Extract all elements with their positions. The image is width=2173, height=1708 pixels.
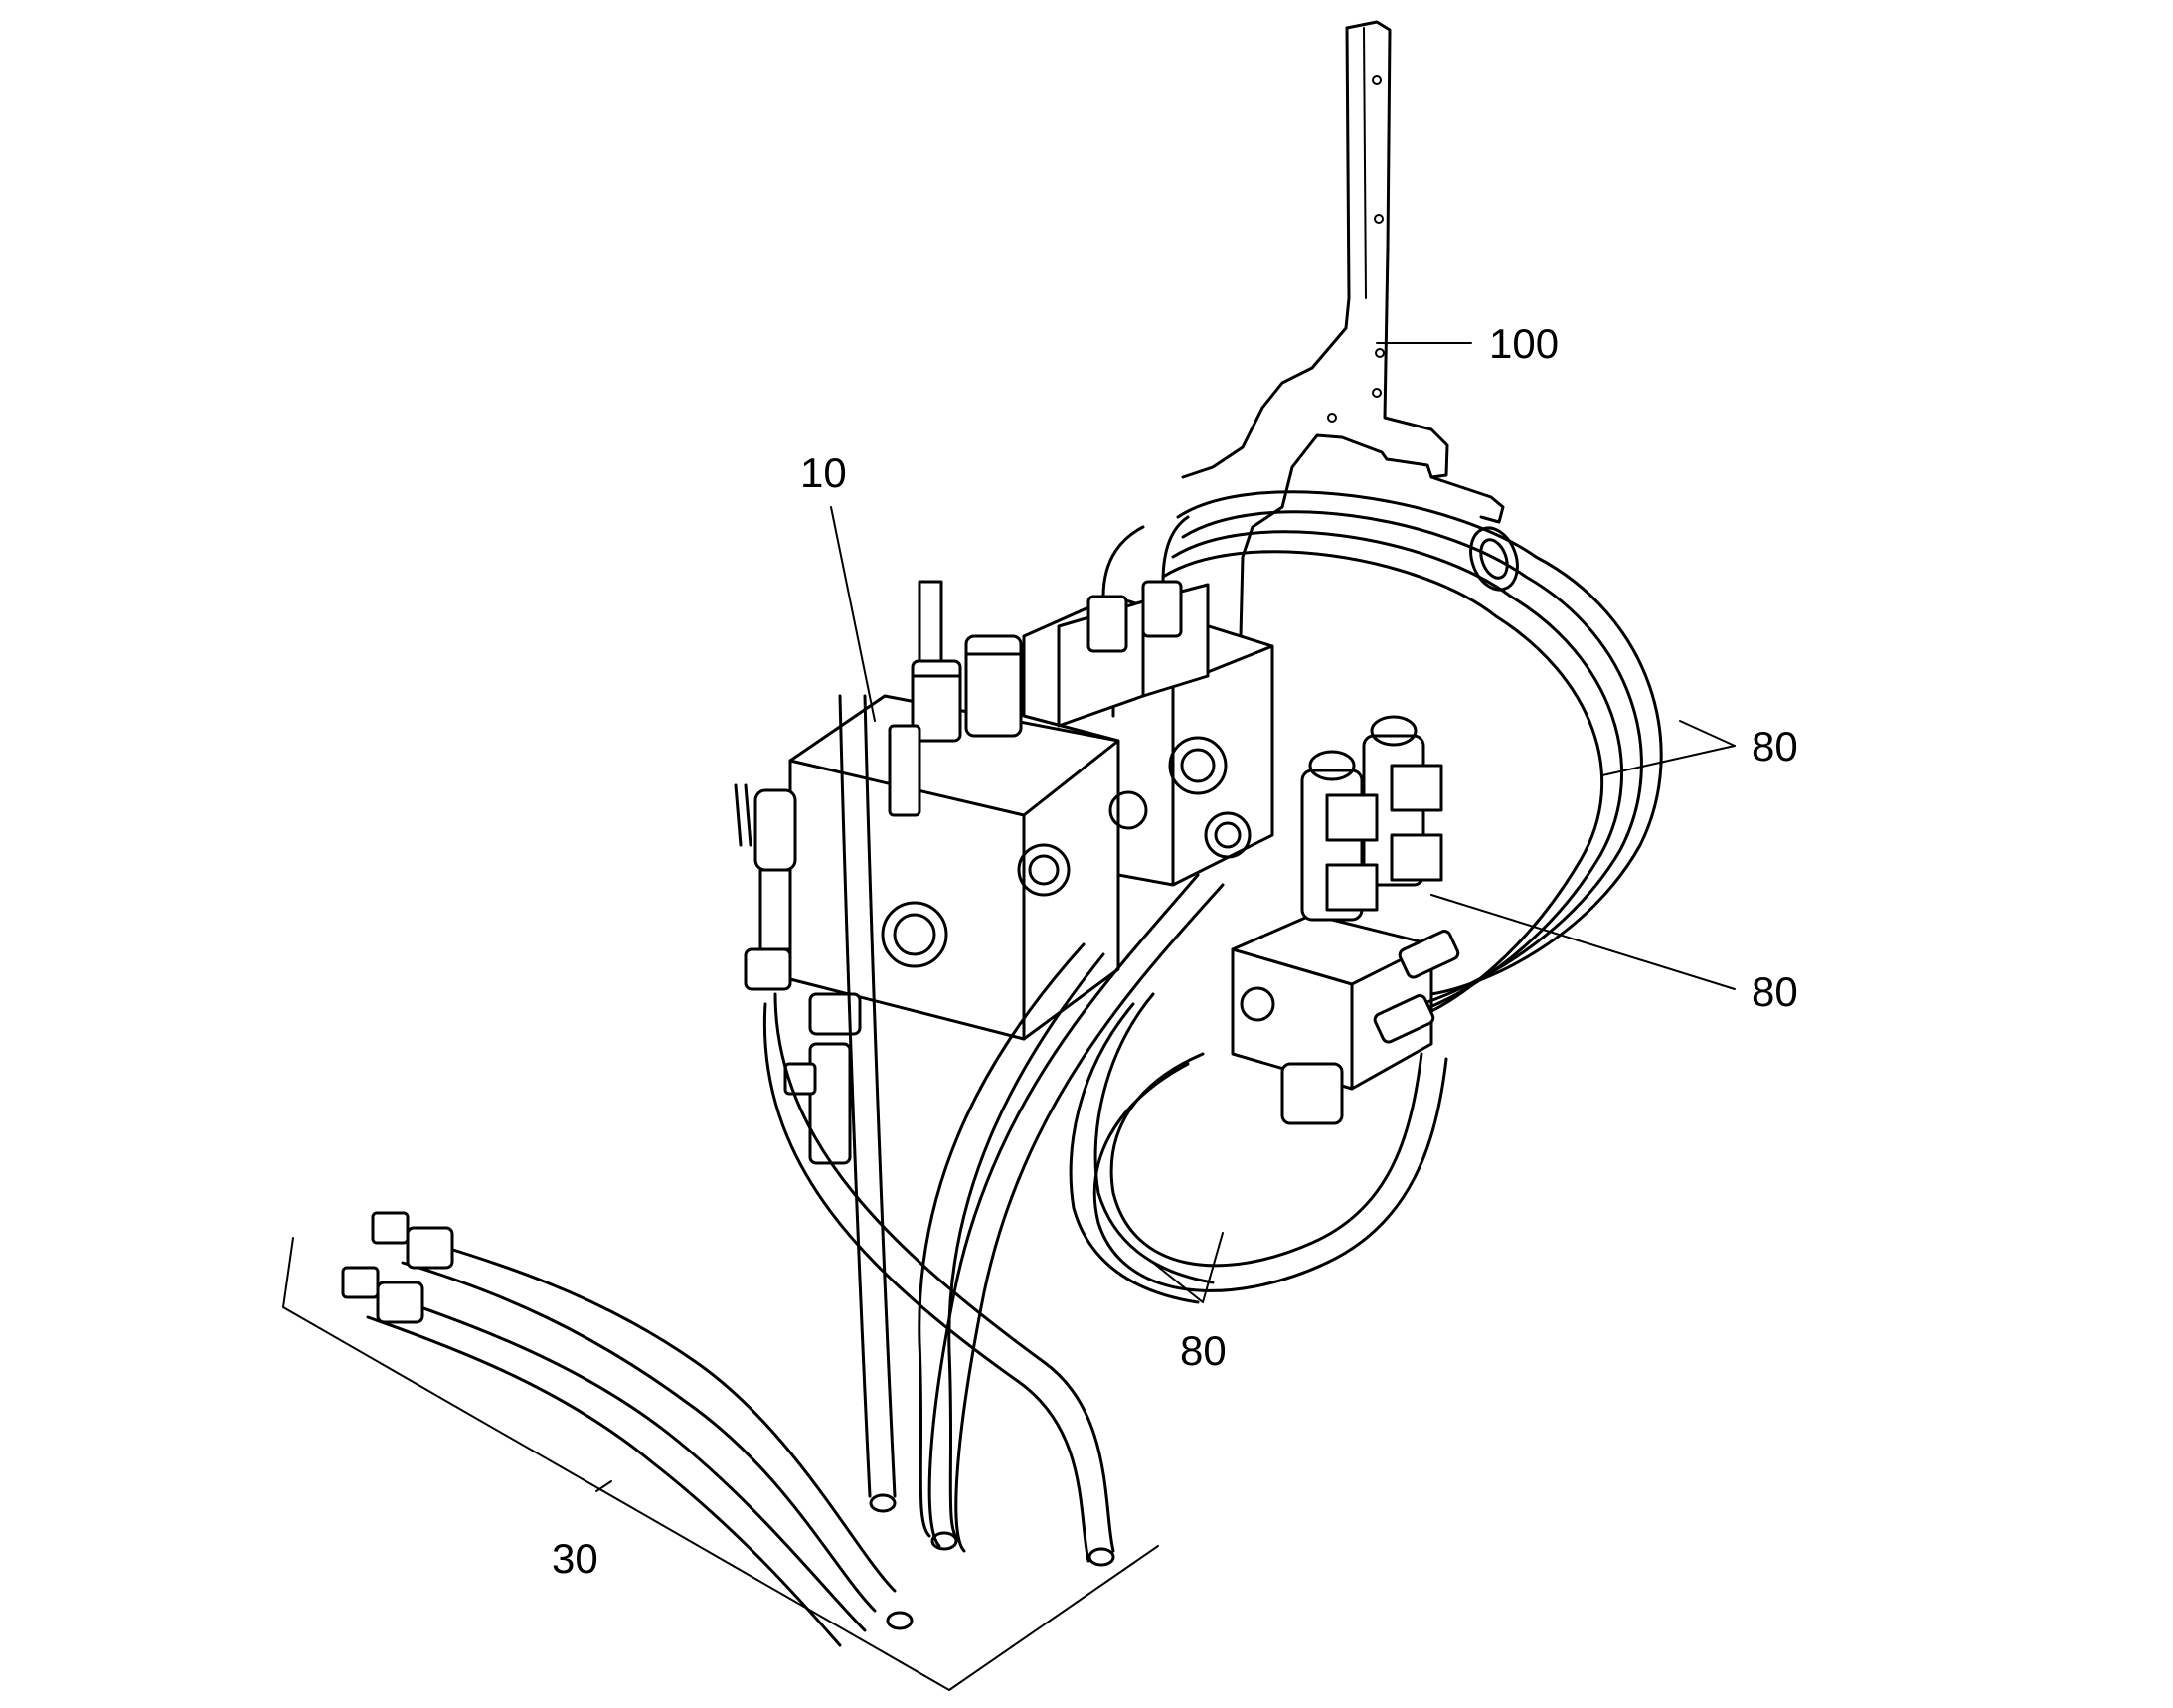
leader-80-bottom-b — [1152, 1262, 1204, 1303]
leader-80-upper-b — [1601, 745, 1736, 776]
solenoid-valve-block — [1231, 715, 1443, 1125]
callout-80-upper: 80 — [1752, 723, 1798, 769]
leader-80-upper-a — [1679, 720, 1736, 747]
leader-80-lower — [1430, 894, 1736, 990]
callout-10: 10 — [800, 449, 847, 496]
callout-80-bottom: 80 — [1180, 1327, 1227, 1374]
main-valve-block — [788, 580, 1274, 1041]
hose-bundle-30 — [341, 694, 1225, 1647]
leader-30 — [595, 1480, 612, 1492]
mounting-bracket — [1181, 20, 1519, 648]
leader-lines — [282, 342, 1736, 1691]
bracket-30 — [282, 1237, 1159, 1691]
leader-80-bottom-a — [1202, 1232, 1224, 1303]
callout-100: 100 — [1489, 320, 1560, 367]
test-point-fitting — [734, 783, 862, 1165]
callout-80-lower: 80 — [1752, 968, 1798, 1015]
hoses-80 — [1069, 490, 1663, 1304]
callout-30: 30 — [552, 1535, 598, 1582]
leader-10 — [830, 506, 876, 722]
